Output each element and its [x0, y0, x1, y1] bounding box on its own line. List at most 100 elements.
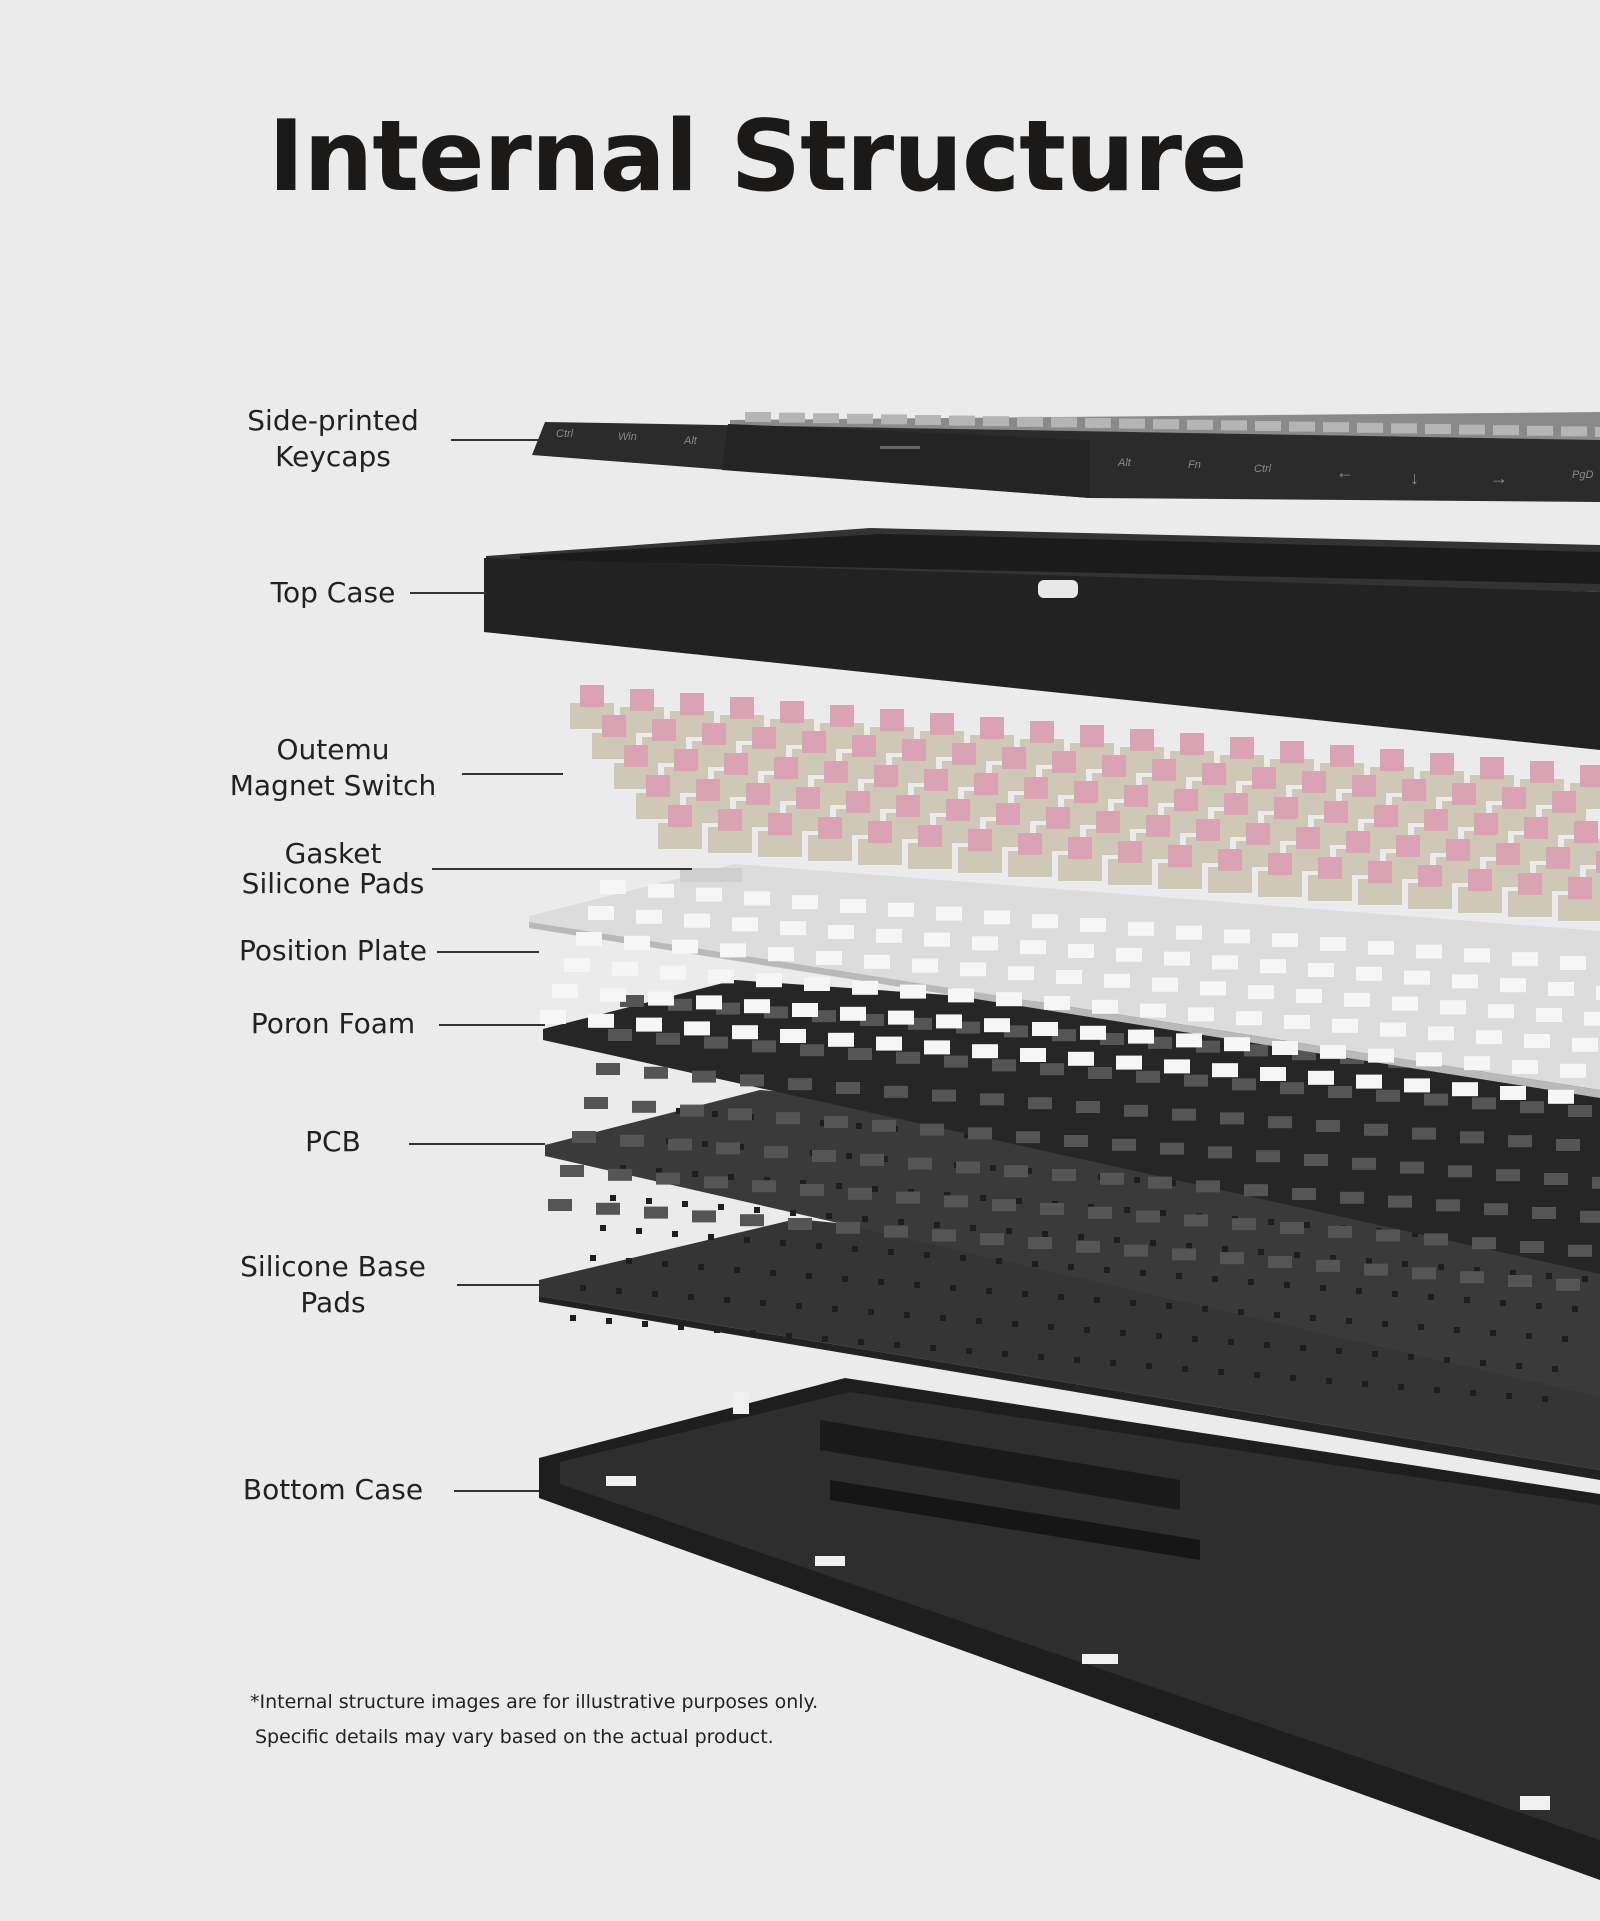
switch-stem: [1146, 815, 1170, 837]
foam-hole: [1232, 1218, 1256, 1231]
plate-hole: [924, 1040, 950, 1055]
plate-hole: [1212, 955, 1238, 970]
label-line: Outemu: [276, 733, 390, 766]
plate-hole: [1056, 970, 1082, 984]
switch-stem: [1080, 725, 1104, 747]
pcb-hole: [1362, 1381, 1368, 1387]
plate-hole: [576, 932, 602, 946]
pcb-hole: [1304, 1222, 1310, 1228]
plate-hole: [636, 909, 662, 924]
magnet-switches-illustration: [570, 685, 1600, 921]
back-keycap: [1459, 424, 1485, 435]
foam-hole: [872, 1119, 896, 1132]
pcb-hole: [1166, 1303, 1172, 1309]
foam-hole: [920, 1123, 944, 1136]
foam-hole: [1244, 1184, 1268, 1197]
foam-hole: [572, 1131, 596, 1143]
plate-hole: [1392, 996, 1418, 1011]
foam-hole: [1136, 1070, 1160, 1083]
foam-hole: [644, 1066, 668, 1079]
pcb-hole: [1500, 1300, 1506, 1306]
foam-hole: [644, 1206, 668, 1219]
foam-hole: [776, 1112, 800, 1125]
pcb-hole: [1464, 1297, 1470, 1303]
pcb-hole: [1258, 1249, 1264, 1255]
switch-stem: [1380, 749, 1404, 771]
switch-stem: [1030, 721, 1054, 743]
plate-hole: [1500, 978, 1526, 993]
switch-stem: [824, 761, 848, 783]
pcb-hole: [970, 1225, 976, 1231]
pcb-hole: [820, 1120, 826, 1126]
plate-hole: [1080, 1025, 1106, 1040]
switch-stem: [1296, 827, 1320, 849]
pcb-hole: [1300, 1345, 1306, 1351]
pcb-hole: [858, 1339, 864, 1345]
switch-stem: [1046, 807, 1070, 829]
pcb-hole: [728, 1174, 734, 1180]
pcb-hole: [836, 1183, 842, 1189]
plate-hole: [972, 1044, 998, 1059]
switch-stem: [952, 743, 976, 765]
plate-hole: [780, 921, 806, 936]
switch-stem: [724, 753, 748, 775]
label-poron-foam: Poron Foam: [250, 1007, 416, 1040]
plate-hole: [900, 984, 926, 999]
foam-hole: [968, 1127, 992, 1140]
pcb-hole: [1294, 1252, 1300, 1258]
label-line: Magnet Switch: [229, 769, 437, 802]
pcb-hole: [1372, 1351, 1378, 1357]
pcb-hole: [688, 1294, 694, 1300]
switch-stem: [602, 715, 626, 737]
foam-hole: [788, 1078, 812, 1091]
plate-hole: [1344, 992, 1370, 1007]
switch-stem: [1018, 833, 1042, 855]
back-keycap: [1357, 422, 1383, 433]
pcb-hole: [842, 1276, 848, 1282]
plate-hole: [1020, 940, 1046, 955]
foam-hole: [1520, 1241, 1544, 1253]
plate-hole: [1164, 1059, 1190, 1074]
switch-housing: [1408, 883, 1452, 909]
foam-hole: [884, 1225, 908, 1238]
switch-housing: [658, 823, 702, 849]
switch-stem: [1346, 831, 1370, 853]
leader-line: [454, 1490, 539, 1492]
plate-hole: [840, 1006, 866, 1021]
pcb-hole: [1016, 1198, 1022, 1204]
pcb-hole: [934, 1222, 940, 1228]
switch-stem: [1246, 823, 1270, 845]
pcb-hole: [1408, 1354, 1414, 1360]
pcb-hole: [944, 1192, 950, 1198]
switch-stem: [1474, 813, 1498, 835]
plate-hole: [1464, 948, 1490, 963]
foam-hole: [932, 1089, 956, 1102]
position-plate-illustration: [529, 864, 1600, 1104]
footnote-line-2: Specific details may vary based on the a…: [255, 1726, 774, 1748]
plate-hole: [936, 1014, 962, 1029]
pcb-hole: [616, 1288, 622, 1294]
switch-stem: [818, 817, 842, 839]
switch-stem: [774, 757, 798, 779]
pcb-hole: [1516, 1363, 1522, 1369]
plate-hole: [1104, 973, 1130, 988]
pcb-hole: [1428, 1294, 1434, 1300]
pcb-hole: [940, 1315, 946, 1321]
leader-line: [432, 868, 692, 870]
switch-stem: [902, 739, 926, 761]
pcb-hole: [852, 1246, 858, 1252]
foam-hole: [896, 1191, 920, 1204]
foam-hole: [1580, 1210, 1600, 1223]
foam-hole: [836, 1221, 860, 1234]
plate-hole: [1284, 1015, 1310, 1029]
plate-hole: [1164, 951, 1190, 966]
plate-hole: [1548, 1089, 1574, 1104]
plate-hole: [552, 984, 578, 998]
switch-stem: [924, 769, 948, 791]
switch-stem: [1218, 849, 1242, 871]
pcb-hole: [1572, 1306, 1578, 1312]
plate-hole: [1044, 996, 1070, 1010]
plate-hole: [648, 883, 674, 898]
plate-hole: [984, 910, 1010, 925]
